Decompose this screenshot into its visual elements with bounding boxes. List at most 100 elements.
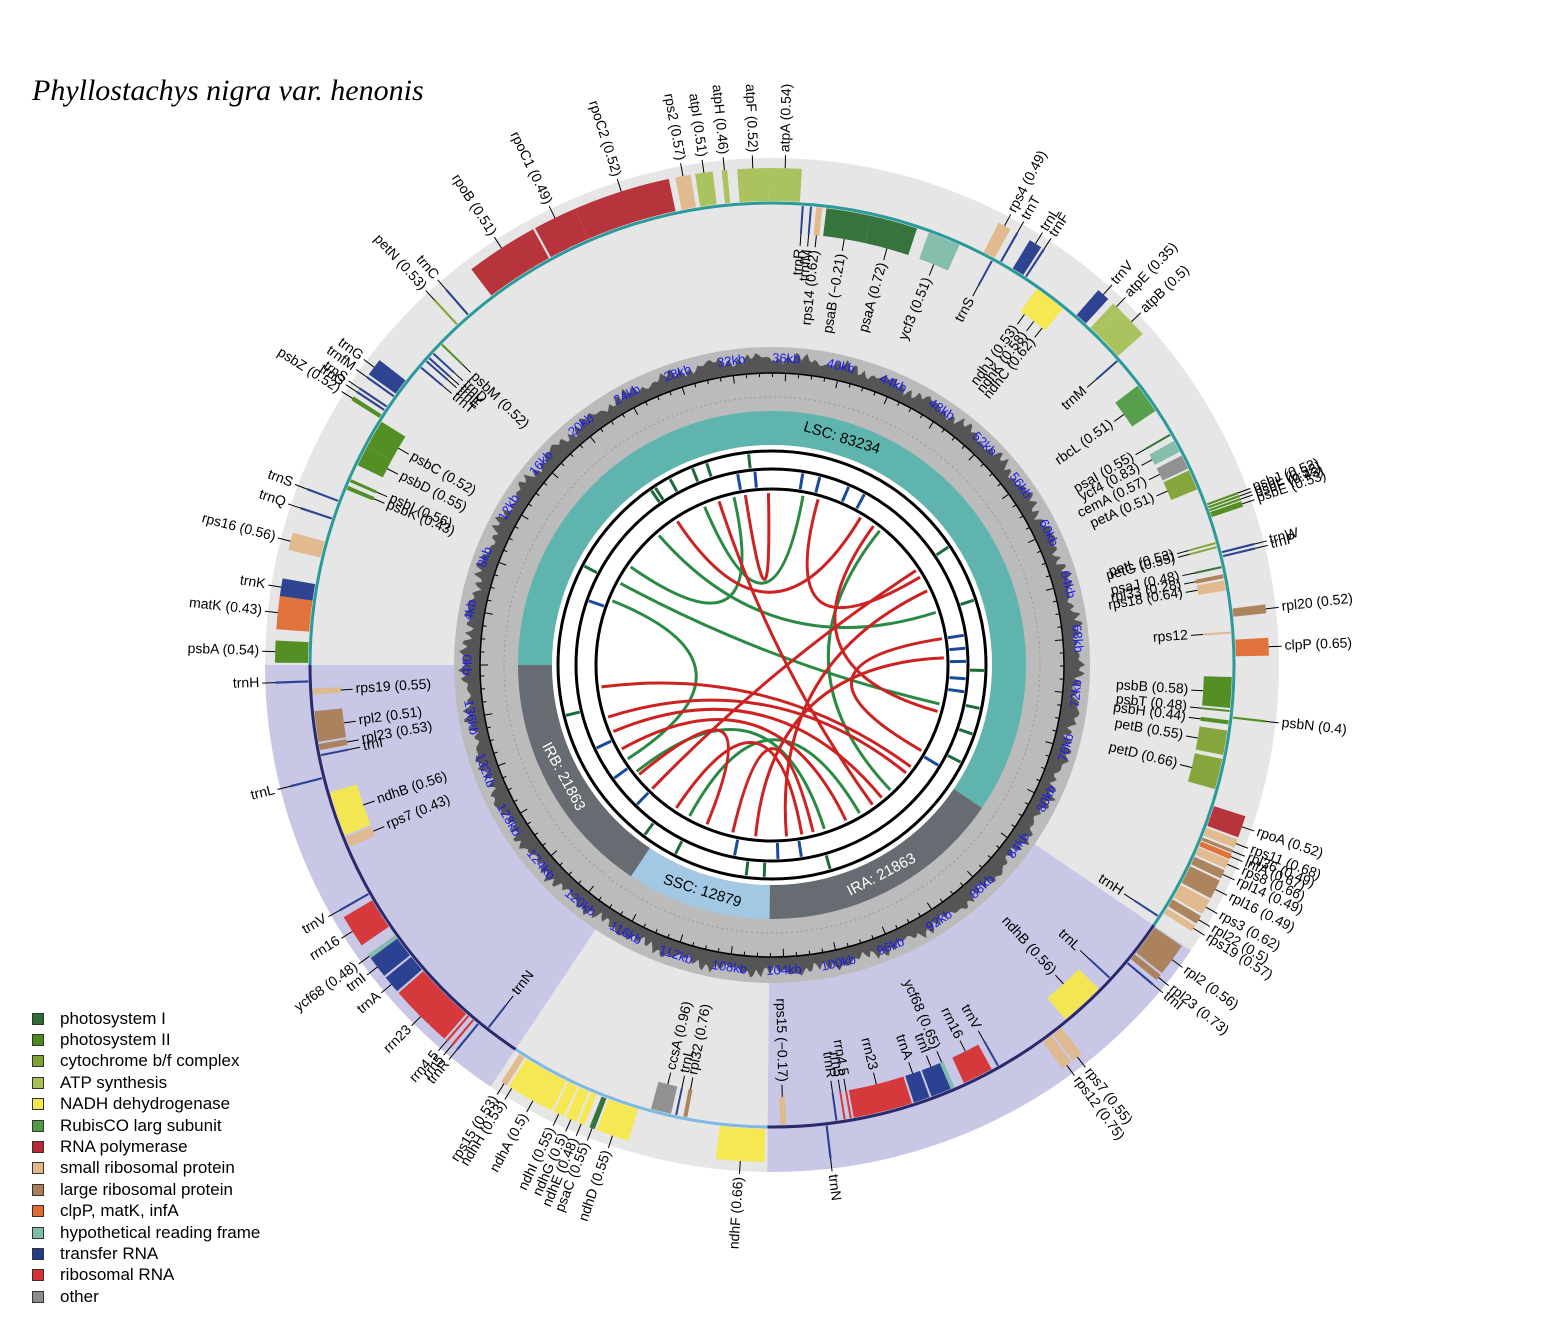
- legend-label: photosystem II: [60, 1030, 171, 1050]
- gene-label-leader: [1255, 544, 1268, 549]
- tick-label: 0kb: [460, 655, 475, 676]
- repeat-mark-blue: [814, 476, 822, 493]
- gene-block: [370, 938, 410, 976]
- tick-mark: [1046, 575, 1051, 578]
- repeat-link: [621, 718, 848, 821]
- tick-mark: [950, 890, 954, 895]
- repeat-link: [651, 569, 917, 790]
- gene-label: rrn5: [827, 1051, 847, 1078]
- tick-mark: [490, 586, 495, 589]
- repeat-mark-green: [691, 467, 700, 483]
- tick-mark: [589, 436, 596, 444]
- gene-label-leader: [1102, 284, 1113, 295]
- tick-mark: [578, 880, 582, 885]
- repeat-mark-green: [674, 840, 684, 855]
- repeat-mark-blue: [855, 493, 866, 510]
- gene-block: [1201, 837, 1234, 853]
- gene-label-leader: [616, 178, 622, 192]
- gene-block: [779, 1096, 787, 1125]
- gene-label-leader: [1253, 540, 1267, 545]
- tick-mark: [706, 380, 709, 385]
- gene-block: [565, 1087, 590, 1122]
- gene-block: [831, 1092, 838, 1121]
- gene-label-leader: [936, 1051, 943, 1063]
- repeat-link: [657, 534, 937, 629]
- gene-block: [1039, 303, 1063, 331]
- tick-label: 104kb: [766, 962, 802, 978]
- gene-block: [366, 376, 395, 398]
- repeat-mark-green: [960, 598, 975, 606]
- gene-label-leader: [398, 447, 409, 455]
- tick-mark: [1000, 832, 1008, 839]
- tick-mark: [997, 483, 1002, 487]
- gene-block: [420, 366, 444, 387]
- gene-label-leader: [373, 498, 385, 504]
- gene-block: [1130, 954, 1161, 981]
- gene-label-leader: [586, 1128, 593, 1141]
- tick-mark: [960, 882, 964, 887]
- tick-mark: [514, 526, 519, 529]
- gene-label-leader: [883, 248, 888, 261]
- gene-block: [983, 222, 1011, 258]
- tick-mark: [810, 375, 813, 380]
- tick-mark: [528, 503, 533, 507]
- gene-block: [683, 1088, 693, 1118]
- legend-item: hypothetical reading frame: [32, 1222, 260, 1243]
- gene-block: [1232, 716, 1266, 723]
- repeat-mark-green: [565, 710, 581, 717]
- gene-label-leader: [277, 537, 291, 542]
- gene-label: psbB (0.58): [1116, 676, 1189, 696]
- gene-block: [339, 893, 369, 912]
- gene-block: [596, 1099, 638, 1141]
- gene-block: [1221, 543, 1255, 554]
- gene-block: [1163, 908, 1196, 932]
- legend-label: NADH dehydrogenase: [60, 1094, 231, 1114]
- gene-label-leader: [1004, 214, 1012, 227]
- gene-label-leader: [381, 984, 392, 994]
- legend-swatch: [32, 1162, 44, 1175]
- gene-label-leader: [1054, 974, 1064, 985]
- tick-mark: [503, 549, 508, 553]
- repeat-mark-green: [935, 545, 950, 557]
- gene-block: [306, 488, 339, 502]
- gene-label-leader: [1239, 491, 1252, 497]
- tick-mark: [895, 924, 898, 929]
- gene-label-leader: [738, 1160, 741, 1174]
- legend-swatch: [32, 1076, 44, 1089]
- tick-mark: [996, 845, 1000, 849]
- gene-block: [445, 288, 469, 316]
- gene-label-leader: [526, 1100, 534, 1113]
- gene-block: [1202, 631, 1231, 636]
- tick-mark: [1045, 741, 1054, 745]
- gene-label-leader: [1156, 490, 1168, 497]
- gene-label-leader: [928, 264, 935, 276]
- repeat-mark-blue: [753, 471, 758, 488]
- tick-mark: [871, 934, 874, 940]
- gene-label-leader: [1017, 314, 1025, 325]
- gene-label-leader: [1116, 296, 1126, 308]
- gene-block: [1195, 847, 1230, 869]
- tick-label: 64kb: [1057, 569, 1079, 600]
- legend-label: ATP synthesis: [60, 1072, 168, 1092]
- gene-label-leader: [294, 484, 308, 490]
- repeat-mark-green: [958, 728, 973, 736]
- legend-swatch: [32, 1290, 44, 1303]
- repeat-link: [717, 500, 874, 806]
- gene-block: [983, 1040, 999, 1067]
- tick-mark: [1041, 562, 1046, 566]
- gene-label-leader: [667, 1072, 672, 1085]
- tick-mark: [1036, 778, 1041, 782]
- tick-mark: [918, 912, 921, 917]
- gene-block: [487, 1004, 507, 1028]
- gene-label-leader: [690, 1077, 694, 1090]
- gene-label-leader: [1184, 581, 1196, 585]
- gene-label: trnQ: [257, 486, 288, 510]
- gene-block: [839, 1091, 846, 1120]
- gene-block: [807, 206, 813, 235]
- repeat-link: [635, 728, 826, 830]
- gene-label-leader: [346, 739, 359, 743]
- gene-label-leader: [1171, 959, 1183, 968]
- legend-item: large ribosomal protein: [32, 1179, 260, 1200]
- gene-label-leader: [493, 236, 502, 249]
- gene-block: [1095, 360, 1118, 381]
